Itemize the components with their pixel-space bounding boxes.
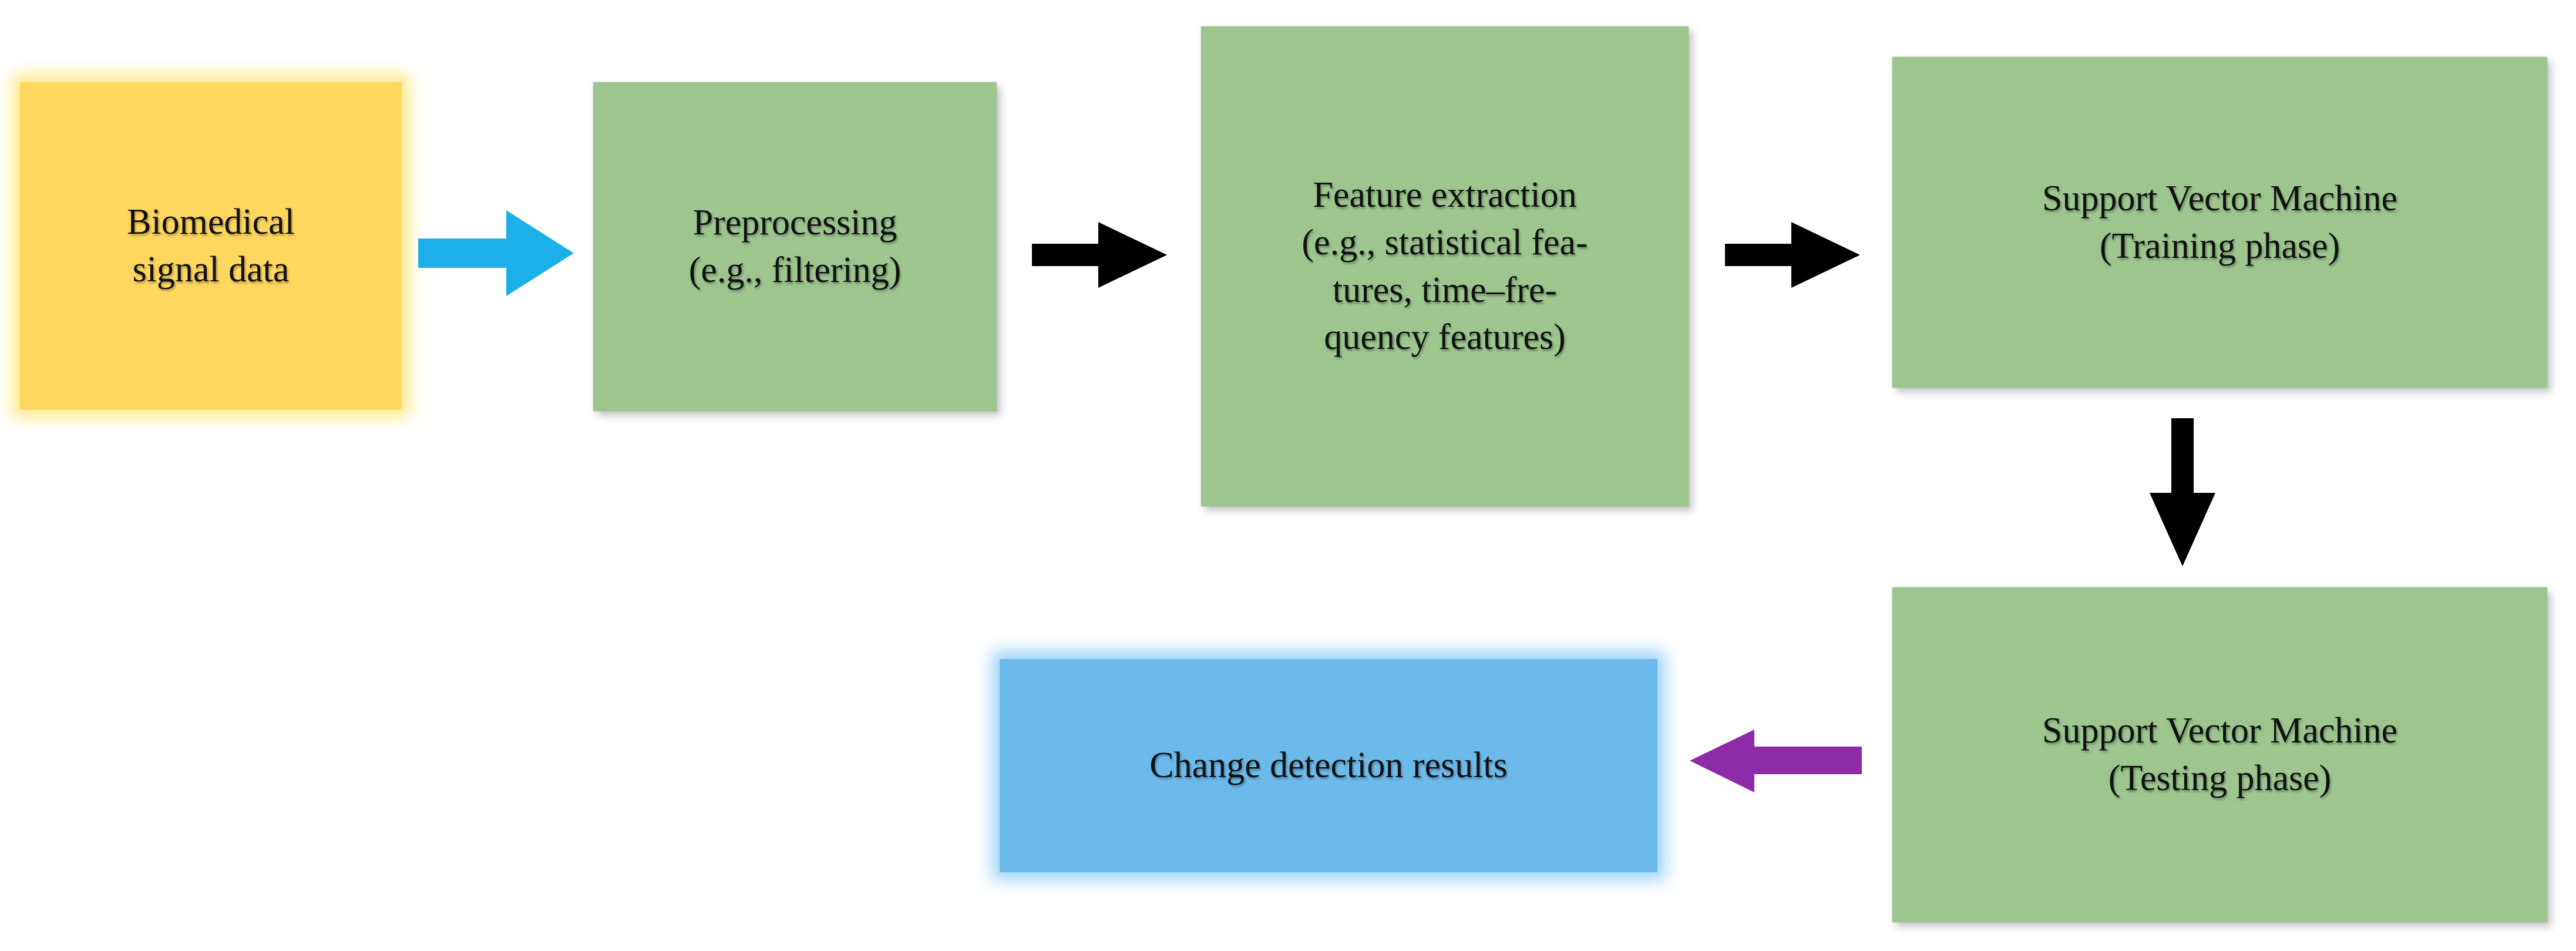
arrow-preprocessing-to-feature-extraction [1032, 222, 1167, 288]
node-svm-training-line-2: (Training phase) [2099, 226, 2340, 266]
node-preprocessing-line-1: Preprocessing [692, 203, 897, 243]
node-feature-extraction-line-3: tures, time–fre- [1332, 270, 1558, 310]
node-biomedical-signal-data-line-1: Biomedical [127, 201, 295, 242]
black-right-arrow-icon [1032, 222, 1167, 288]
node-change-detection-results-label: Change detection results [1000, 742, 1657, 789]
node-change-detection-results[interactable]: Change detection results [1000, 659, 1657, 872]
node-svm-training-line-1: Support Vector Machine [2042, 178, 2397, 219]
arrow-svm-training-to-svm-testing [2150, 418, 2215, 566]
node-svm-testing-line-2: (Testing phase) [2108, 758, 2332, 798]
node-change-detection-results-line-1: Change detection results [1149, 745, 1508, 786]
node-feature-extraction-line-4: quency features) [1324, 317, 1566, 358]
arrow-feature-extraction-to-svm-training [1725, 222, 1860, 288]
purple-left-arrow-icon [1690, 730, 1862, 792]
node-svm-testing[interactable]: Support Vector Machine (Testing phase) [1892, 587, 2547, 922]
arrow-biomedical-to-preprocessing [418, 207, 574, 300]
node-feature-extraction[interactable]: Feature extraction (e.g., statistical fe… [1201, 26, 1689, 506]
black-right-arrow-icon [1725, 222, 1860, 288]
node-feature-extraction-line-2: (e.g., statistical fea- [1302, 222, 1588, 263]
arrow-svm-testing-to-change-detection-results [1690, 727, 1862, 795]
node-feature-extraction-label: Feature extraction (e.g., statistical fe… [1201, 172, 1689, 361]
node-svm-training-label: Support Vector Machine (Training phase) [1892, 175, 2547, 270]
node-biomedical-signal-data-label: Biomedical signal data [20, 199, 402, 293]
node-preprocessing[interactable]: Preprocessing (e.g., filtering) [593, 82, 997, 411]
black-down-arrow-icon [2150, 418, 2215, 566]
node-biomedical-signal-data-line-2: signal data [132, 249, 290, 290]
node-svm-testing-line-1: Support Vector Machine [2042, 711, 2397, 751]
cyan-right-arrow-icon [418, 210, 574, 296]
node-svm-training[interactable]: Support Vector Machine (Training phase) [1892, 57, 2547, 388]
node-preprocessing-label: Preprocessing (e.g., filtering) [593, 199, 997, 294]
node-feature-extraction-line-1: Feature extraction [1313, 175, 1577, 216]
node-preprocessing-line-2: (e.g., filtering) [688, 250, 902, 290]
node-svm-testing-label: Support Vector Machine (Testing phase) [1892, 707, 2547, 802]
node-biomedical-signal-data[interactable]: Biomedical signal data [20, 82, 402, 409]
